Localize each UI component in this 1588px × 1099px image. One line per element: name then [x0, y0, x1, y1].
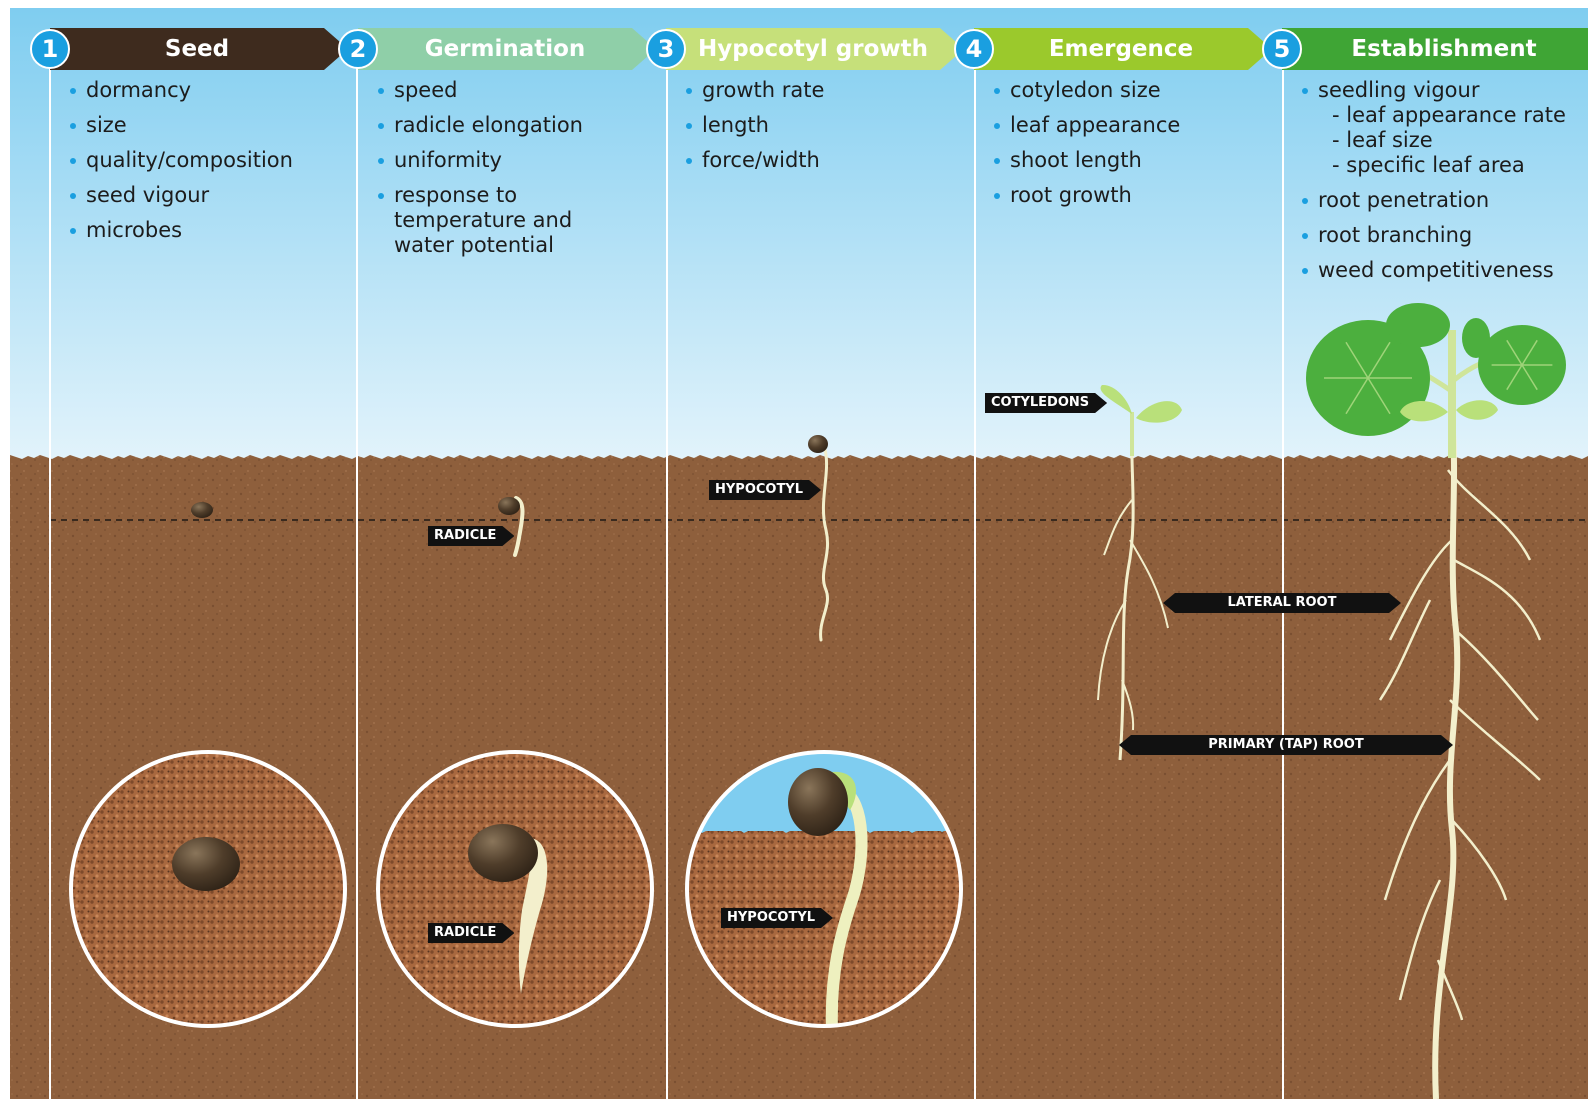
- list-item: quality/composition: [68, 148, 348, 173]
- true-leaf-icon: [1386, 303, 1450, 347]
- radicle-label: RADICLE: [428, 526, 514, 546]
- list-item: uniformity: [376, 148, 616, 173]
- stage-4-title: Emergence: [994, 28, 1248, 70]
- cotyledons-label: COTYLEDONS: [985, 393, 1107, 413]
- sub-list: - leaf appearance rate - leaf size - spe…: [1318, 103, 1586, 178]
- seed-coat-icon: [788, 768, 848, 836]
- stage-3-number: 3: [646, 29, 686, 69]
- stage-4-header: 4 Emergence: [954, 28, 1272, 70]
- list-item: length: [684, 113, 964, 138]
- list-item: root growth: [992, 183, 1272, 208]
- list-item: leaf appearance: [992, 113, 1272, 138]
- stage-3-title: Hypocotyl growth: [686, 28, 940, 70]
- radicle-zoom-label: RADICLE: [428, 923, 514, 943]
- sub-list-item: - leaf appearance rate: [1318, 103, 1586, 128]
- hypocotyl-label: HYPOCOTYL: [709, 480, 821, 500]
- stage-5-header: 5 Establishment: [1262, 28, 1588, 70]
- stage-2-header: 2 Germination: [338, 28, 656, 70]
- seed-icon: [498, 497, 520, 515]
- list-item: size: [68, 113, 348, 138]
- list-item: growth rate: [684, 78, 964, 103]
- seed-icon: [172, 837, 240, 891]
- list-item: seedling vigour - leaf appearance rate -…: [1300, 78, 1586, 178]
- sub-list-item: - specific leaf area: [1318, 153, 1586, 178]
- list-item: force/width: [684, 148, 964, 173]
- stage-3-header: 3 Hypocotyl growth: [646, 28, 964, 70]
- stage-1-factors: dormancy size quality/composition seed v…: [68, 78, 348, 253]
- seed-icon: [191, 502, 213, 518]
- list-item: cotyledon size: [992, 78, 1272, 103]
- stage-2-factors: speed radicle elongation uniformity resp…: [376, 78, 616, 268]
- stage-5-factors: seedling vigour - leaf appearance rate -…: [1300, 78, 1586, 293]
- list-item: root branching: [1300, 223, 1586, 248]
- stage-3-factors: growth rate length force/width: [684, 78, 964, 183]
- stage-5-title: Establishment: [1302, 28, 1586, 70]
- stage-4-factors: cotyledon size leaf appearance shoot len…: [992, 78, 1272, 218]
- true-leaf-icon: [1462, 318, 1490, 358]
- stage-2-number: 2: [338, 29, 378, 69]
- sub-list-item: - leaf size: [1318, 128, 1586, 153]
- stage-1-header: 1 Seed: [30, 28, 348, 70]
- seed-icon: [468, 824, 538, 882]
- primary-root-label: PRIMARY (TAP) ROOT: [1119, 735, 1453, 755]
- stage-1-number: 1: [30, 29, 70, 69]
- hypocotyl-zoom-label: HYPOCOTYL: [721, 908, 833, 928]
- list-item: response to temperature and water potent…: [376, 183, 616, 258]
- list-item: radicle elongation: [376, 113, 616, 138]
- list-item: microbes: [68, 218, 348, 243]
- list-item: speed: [376, 78, 616, 103]
- list-item: shoot length: [992, 148, 1272, 173]
- seed-coat-icon: [808, 435, 828, 453]
- stage-1-title: Seed: [70, 28, 324, 70]
- stage-5-number: 5: [1262, 29, 1302, 69]
- list-item: dormancy: [68, 78, 348, 103]
- list-item: weed competitiveness: [1300, 258, 1586, 283]
- lateral-root-label: LATERAL ROOT: [1163, 593, 1401, 613]
- list-item-text: seedling vigour: [1318, 78, 1479, 102]
- list-item: seed vigour: [68, 183, 348, 208]
- stage-4-number: 4: [954, 29, 994, 69]
- list-item: root penetration: [1300, 188, 1586, 213]
- stage-2-title: Germination: [378, 28, 632, 70]
